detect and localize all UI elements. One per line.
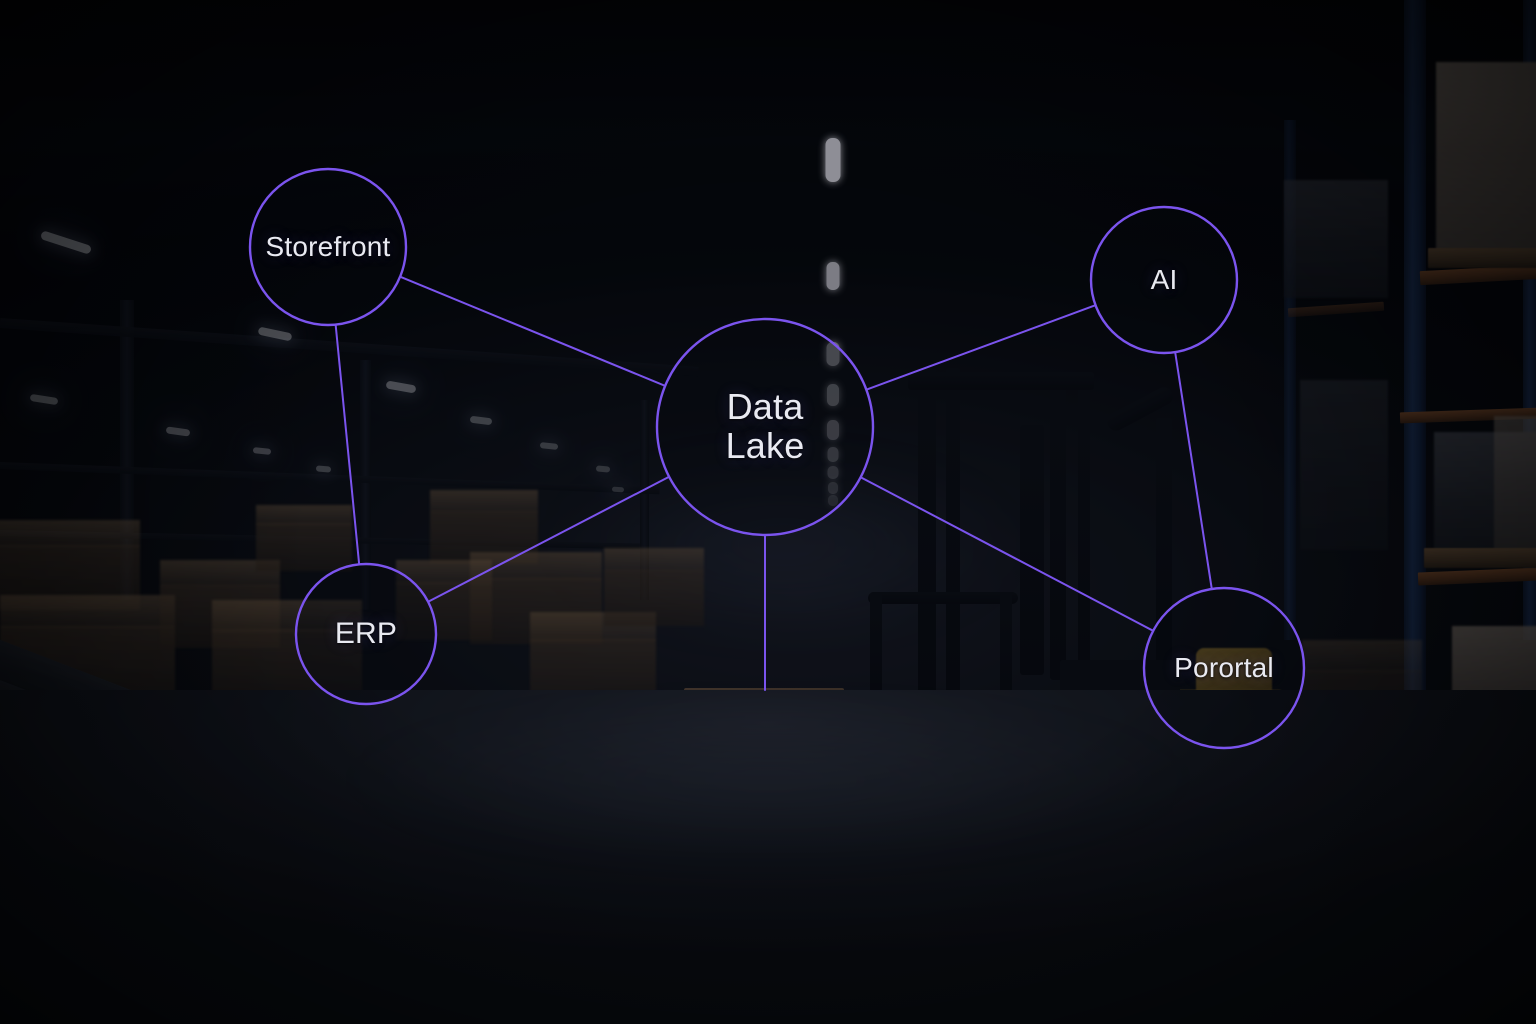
node-circle-storefront[interactable] bbox=[248, 167, 408, 327]
diagram-nodes bbox=[248, 167, 1306, 750]
diagram-edge bbox=[427, 475, 671, 603]
data-stream-dash bbox=[827, 447, 839, 462]
data-stream-dashes bbox=[825, 138, 841, 506]
data-stream-dash bbox=[827, 420, 839, 440]
data-stream-dash bbox=[827, 384, 839, 406]
data-stream-dash bbox=[826, 342, 840, 366]
data-stream-dash bbox=[827, 466, 839, 479]
node-circle-ai[interactable] bbox=[1089, 205, 1239, 355]
diagram-edge bbox=[334, 323, 361, 566]
node-circle-erp[interactable] bbox=[294, 562, 438, 706]
node-circle-porortal[interactable] bbox=[1142, 586, 1306, 750]
diagram-edge bbox=[1174, 351, 1213, 590]
diagram-edge bbox=[865, 304, 1097, 391]
data-stream-dash bbox=[828, 495, 838, 506]
data-stream-dash bbox=[825, 138, 841, 182]
diagram-edges bbox=[334, 275, 1213, 691]
diagram-edge bbox=[399, 275, 667, 387]
data-stream-dash bbox=[828, 482, 838, 494]
diagram-edge bbox=[859, 476, 1155, 632]
node-circle-datalake[interactable] bbox=[655, 317, 875, 537]
data-stream-dash bbox=[826, 262, 840, 290]
